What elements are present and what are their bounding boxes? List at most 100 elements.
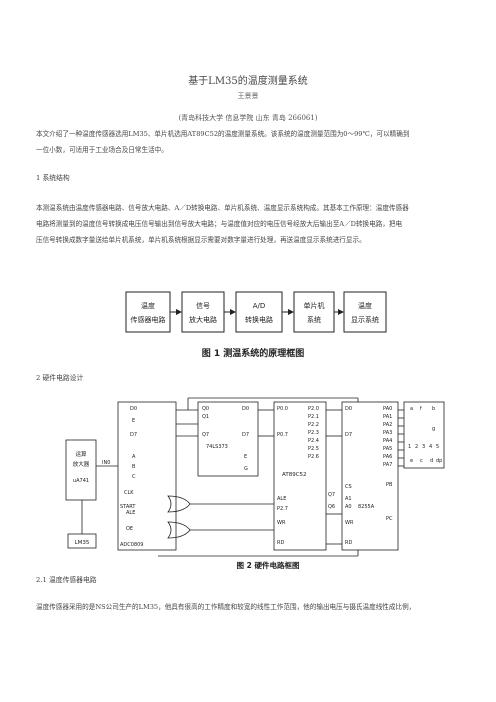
block-3-line-2: 转换电路 [245,315,273,324]
adc0809-block [117,401,177,551]
amp-label-2: 放大器 [73,460,90,468]
latch-name: 74LS373 [206,444,228,450]
latch-pin-g: G [244,466,248,472]
ppi-pin-pa0: PA0 [383,406,392,412]
adc-pin-c: C [132,474,136,480]
disp-label-d: d [430,458,433,464]
latch-pin-e: E [244,454,247,460]
mcu-pin-rd: RD [277,540,284,546]
block-temp-sensor [125,291,171,333]
abstract-line-1: 本文介绍了一种温度传感器选用LM35、单片机选用AT89C52的温度测量系统。该… [36,130,410,138]
figure-1-caption: 图 1 测温系统的原理框图 [202,347,305,359]
block-amplifier [181,291,225,333]
mcu-pin-p24: P2.4 [308,438,319,444]
lm35-label: LM35 [75,540,90,546]
ppi-pin-pa4: PA4 [383,438,392,444]
disp-digit-4: 4 [429,444,432,450]
mcu-pin-p27: P2.7 [277,506,288,512]
ppi-pin-a0: A0 [345,504,352,510]
mcu-pin-p07: P0.7 [277,432,288,438]
section-1-heading: 1 系统结构 [36,174,70,182]
block-display [343,291,387,333]
ppi-pin-pa1: PA1 [383,414,392,420]
ppi-pin-d0: D0 [345,406,352,412]
ppi-pin-pb: PB [386,482,393,488]
adc-pin-e: E [132,418,135,424]
mcu-name: AT89C52 [282,472,307,478]
disp-label-f: f [420,406,422,412]
disp-digit-5: 5 [436,444,439,450]
disp-label-b: b [432,406,435,412]
seven-seg-display-block [403,401,445,469]
disp-label-g: g [432,426,435,432]
figure-2-caption: 图 2 硬件电路框图 [237,560,300,570]
disp-digit-2: 2 [415,444,418,450]
paper-author: 王景景 [237,92,259,100]
ppi-pin-wr: WR [345,520,354,526]
disp-digit-3: 3 [422,444,425,450]
section-1-line-3: 压信号转换成数字量送给单片机系统，单片机系统根据显示需要对数字量进行处理，再送温… [36,236,366,244]
block-2-line-2: 放大电路 [189,315,217,324]
block-3-line-1: A/D [253,302,266,310]
adc-pin-b: B [132,464,136,470]
or-gate-1 [167,495,191,513]
mcu-pin-p22: P2.2 [308,422,319,428]
latch-pin-d7: D7 [242,432,249,438]
mcu-pin-wr: WR [277,520,286,526]
block-mcu [293,291,335,333]
paper-title: 基于LM35的温度测量系统 [188,76,308,87]
ppi-pin-d7: D7 [345,432,352,438]
adc-pin-oe: OE [126,526,133,532]
figure-1-block-diagram: 温度 传感器电路 信号 放大电路 A/D 转换电路 单片机 系统 温度 显示系统… [125,291,387,359]
block-4-line-1: 单片机 [304,301,325,310]
adc-pin-clk: CLK [124,490,134,496]
adc-pin-start: START [120,504,136,510]
ppi-pin-a1: A1 [345,496,352,502]
section-1-line-1: 本测温系统由温度传感器电路、信号放大电路、A／D转换电路、单片机系统、温度显示系… [36,204,409,212]
adc-pin-in0: IN0 [102,460,110,466]
ppi-pin-pc: PC [386,516,393,522]
amp-label-1: 运算 [75,450,87,458]
disp-label-c: c [420,458,423,464]
mcu-pin-p00: P0.0 [277,406,288,412]
adc-pin-d7: D7 [130,432,137,438]
mcu-pin-ale: ALE [277,496,286,502]
block-1-line-2: 传感器电路 [131,315,166,324]
block-adc [235,291,283,333]
amplifier-block [65,439,97,501]
ppi-8255a-block [341,401,399,551]
ppi-pin-rd: RD [345,540,352,546]
ppi-pin-cs: CS [345,484,352,490]
ppi-pin-pa7: PA7 [383,462,392,468]
latch-pin-q7: Q7 [202,432,209,438]
mcu-pin-p25: P2.5 [308,446,319,452]
mcu-pin-p21: P2.1 [308,414,319,420]
paper-affiliation: (青岛科技大学 信息学院 山东 青岛 266061) [178,114,318,122]
amp-label-3: uA741 [73,478,89,484]
latch-pin-q1: Q1 [202,414,209,420]
adc-pin-ale: ALE [126,510,135,516]
ppi-pin-pa5: PA5 [383,446,392,452]
block-2-line-1: 信号 [196,301,210,310]
mcu-pin-p20: P2.0 [308,406,319,412]
ppi-pin-pa2: PA2 [383,422,392,428]
disp-digit-1: 1 [408,444,411,450]
section-2-1-line-1: 温度传感器采用的是NS公司生产的LM35，他具有很高的工作精度和较宽的线性工作范… [36,603,416,611]
ppi-extra-q7: Q7 [328,492,335,498]
block-1-line-1: 温度 [141,301,155,310]
block-5-line-1: 温度 [358,301,372,310]
disp-label-a: a [410,406,413,412]
latch-pin-q0: Q0 [202,406,209,412]
ppi-extra-q6: Q6 [328,504,335,510]
block-4-line-2: 系统 [307,315,321,324]
latch-74ls373-block [197,401,259,477]
section-2-heading: 2 硬件电路设计 [36,374,84,382]
or-gate-2 [167,521,191,539]
mcu-at89c52-block [273,401,327,551]
section-2-1-heading: 2.1 温度传感器电路 [36,576,97,584]
ppi-name: 8255A [358,504,375,510]
ppi-pin-pa6: PA6 [383,454,392,460]
figure-2-circuit-diagram: 运算 放大器 uA741 LM35 D0 E D7 IN0 A B C CLK … [65,397,445,570]
adc-pin-d0: D0 [130,406,137,412]
mcu-pin-p26: P2.6 [308,454,319,460]
